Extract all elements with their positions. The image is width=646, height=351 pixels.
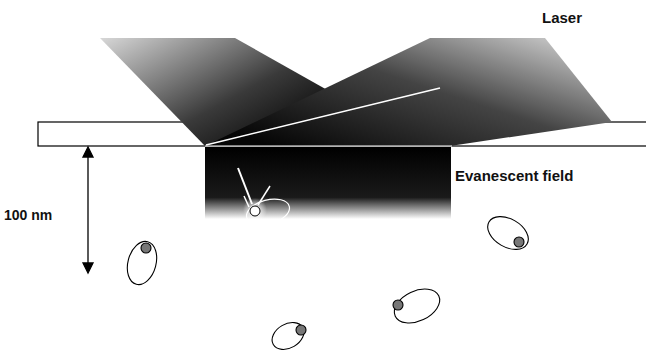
depth-arrow	[83, 147, 93, 273]
molecules	[123, 210, 534, 351]
beam-edge	[206, 88, 440, 145]
laser-beam-out	[205, 38, 612, 146]
interface-line	[205, 146, 452, 147]
depth-label: 100 nm	[4, 208, 52, 223]
laser-label: Laser	[542, 10, 582, 27]
lit-molecule	[238, 168, 292, 229]
field-label: Evanescent field	[455, 168, 573, 185]
evanescent-field	[205, 147, 451, 219]
